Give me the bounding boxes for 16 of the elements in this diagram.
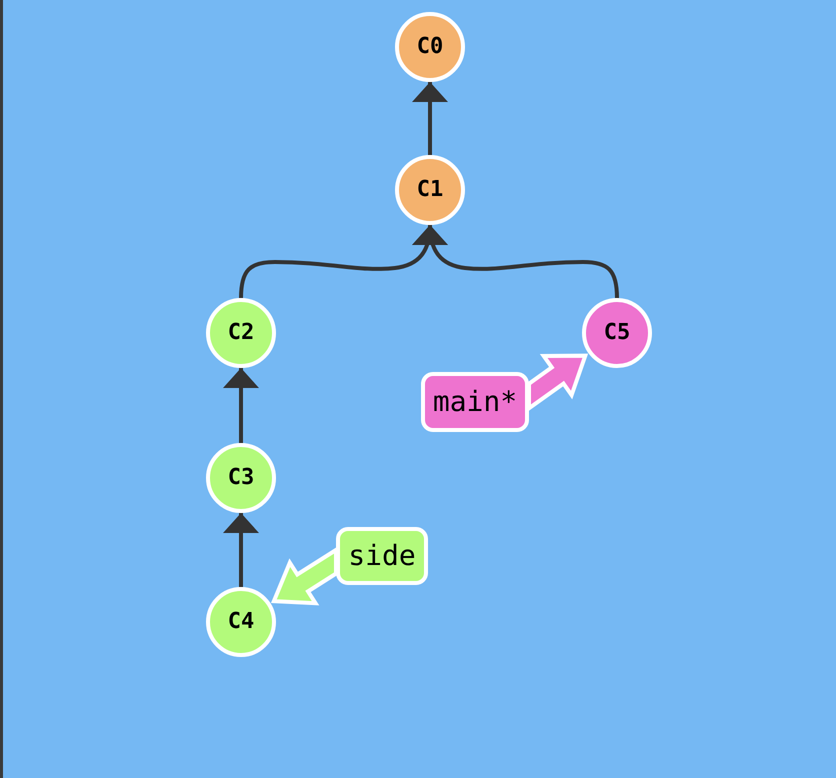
commit-id: C0 [416,36,444,58]
branch-pointer-arrow [270,546,338,606]
commit-id: C4 [228,611,254,633]
arrow [223,513,259,587]
commit-id: C1 [416,179,444,201]
commit-id: C5 [604,322,630,344]
branch-name: main* [432,388,518,416]
branch-tag [421,372,529,432]
branch-tag [336,527,428,585]
branch-pointer-arrow [527,354,588,412]
branch-name: side [348,542,416,570]
arrow [223,368,259,443]
commit-id: C2 [228,322,254,344]
commit-id: C3 [228,467,254,489]
arrow [412,82,448,155]
arrow [412,224,619,298]
